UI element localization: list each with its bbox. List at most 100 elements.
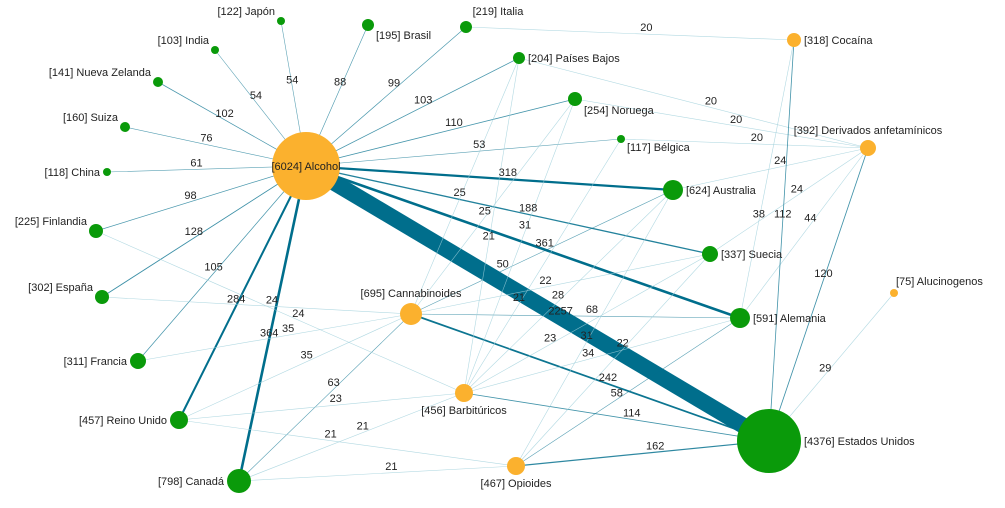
node-brasil[interactable]: [195] Brasil [362,19,431,42]
node-australia[interactable]: [624] Australia [663,180,757,200]
edge-weight-label: 98 [184,190,196,202]
node-alcohol[interactable]: [6024] Alcohol [271,132,341,200]
country-node-circle[interactable] [103,168,111,176]
edge-weight-label: 20 [705,96,717,108]
edges-layer [95,20,895,482]
node-barbi[interactable]: [456] Barbitúricos [421,384,507,417]
country-node-circle[interactable] [153,77,163,87]
edge-noruega-derivados [574,98,869,149]
node-eeuu[interactable]: [4376] Estados Unidos [737,409,915,473]
node-ru[interactable]: [457] Reino Unido [79,411,188,429]
node-alemania[interactable]: [591] Alemania [730,308,827,328]
node-label: [141] Nueva Zelanda [49,67,152,79]
edge-alemania-barbi [463,317,741,394]
node-derivados[interactable]: [392] Derivados anfetamínicos [794,125,943,156]
country-node-circle[interactable] [702,246,718,262]
edge-weight-label: 22 [539,275,551,287]
edge-eeuu-derivados [768,147,869,442]
country-node-circle[interactable] [568,92,582,106]
node-cocaina[interactable]: [318] Cocaína [787,33,873,47]
edge-ru-opioides [178,419,517,467]
country-node-circle[interactable] [277,17,285,25]
edge-weight-label: 28 [552,290,564,302]
node-noruega[interactable]: [254] Noruega [568,92,655,117]
country-node-circle[interactable] [362,19,374,31]
node-aluc[interactable]: [75] Alucinogenos [890,276,983,297]
node-label: [798] Canadá [158,476,225,488]
edge-australia-barbi [463,189,674,394]
node-francia[interactable]: [311] Francia [64,353,146,369]
edge-alcohol-ru [178,165,307,421]
edge-weight-label: 53 [473,139,485,151]
node-india[interactable]: [103] India [158,35,219,54]
node-nz[interactable]: [141] Nueva Zelanda [49,67,163,87]
edge-weight-label: 25 [453,187,465,199]
country-node-circle[interactable] [513,52,525,64]
country-node-circle[interactable] [130,353,146,369]
edge-weight-label: 21 [325,429,337,441]
edge-suecia-derivados [709,147,869,255]
edge-weight-label: 31 [519,219,531,231]
country-node-circle[interactable] [737,409,801,473]
node-label: [467] Opioides [481,478,552,490]
edge-weight-label: 21 [385,461,397,473]
edge-aluc-eeuu [768,292,895,442]
country-node-circle[interactable] [617,135,625,143]
node-japon[interactable]: [122] Japón [218,6,286,25]
edge-francia-cannabis [137,313,412,362]
edge-weight-label: 103 [414,95,432,107]
edge-finlandia-barbi [95,230,465,394]
node-finlandia[interactable]: [225] Finlandia [15,216,103,238]
edge-alemania-derivados [739,147,869,319]
edge-ru-barbi [178,392,465,421]
country-node-circle[interactable] [663,180,683,200]
node-label: [4376] Estados Unidos [804,436,915,448]
substance-node-circle[interactable] [272,132,340,200]
edge-weight-label: 21 [357,421,369,433]
node-china[interactable]: [118] China [45,167,111,179]
node-cannabis[interactable]: [695] Cannabinoides [361,288,462,325]
node-suecia[interactable]: [337] Suecia [702,246,783,262]
substance-node-circle[interactable] [890,289,898,297]
country-node-circle[interactable] [730,308,750,328]
node-label: [591] Alemania [753,313,827,325]
node-label: [117] Bélgica [627,142,691,154]
substance-node-circle[interactable] [455,384,473,402]
edge-ru-cannabis [178,313,412,421]
edge-weight-label: 2257 [548,305,572,317]
edge-belgica-barbi [463,138,622,394]
substance-node-circle[interactable] [400,303,422,325]
country-node-circle[interactable] [120,122,130,132]
edge-cannabis-alemania [410,313,741,319]
node-belgica[interactable]: [117] Bélgica [617,135,691,154]
node-label: [695] Cannabinoides [361,288,462,300]
substance-node-circle[interactable] [787,33,801,47]
country-node-circle[interactable] [460,21,472,33]
country-node-circle[interactable] [89,224,103,238]
node-canada[interactable]: [798] Canadá [158,469,251,493]
node-suiza[interactable]: [160] Suiza [63,112,130,132]
edge-alcohol-eeuu [301,159,774,448]
node-espana[interactable]: [302] España [28,282,109,304]
node-italia[interactable]: [219] Italia [460,6,524,33]
edge-alcohol-suecia [305,165,711,255]
edge-weight-label: 21 [483,230,495,242]
edge-weight-label: 23 [544,332,556,344]
substance-node-circle[interactable] [860,140,876,156]
edge-alcohol-belgica [305,138,622,167]
substance-node-circle[interactable] [507,457,525,475]
node-opioides[interactable]: [467] Opioides [481,457,552,490]
country-node-circle[interactable] [227,469,251,493]
country-node-circle[interactable] [95,290,109,304]
edge-weight-label: 188 [519,202,537,214]
node-label: [311] Francia [64,356,128,368]
node-label: [302] España [28,282,94,294]
edge-weight-label: 61 [190,157,202,169]
node-pb[interactable]: [204] Países Bajos [513,52,620,65]
edge-weight-label: 35 [300,350,312,362]
country-node-circle[interactable] [211,46,219,54]
nodes-layer: [6024] Alcohol [122] Japón [103] India [195… [15,6,983,493]
country-node-circle[interactable] [170,411,188,429]
edge-alcohol-finlandia [95,165,307,232]
